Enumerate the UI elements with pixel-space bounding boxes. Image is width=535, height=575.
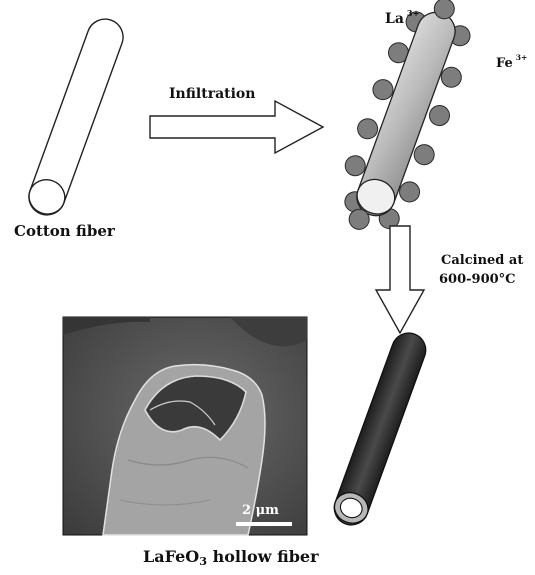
infiltration-label: Infiltration — [169, 86, 255, 102]
calcined-label-line1: Calcined at — [441, 253, 523, 268]
fe-ion-charge: 3+ — [516, 53, 528, 62]
la-ion-symbol: La — [385, 11, 404, 27]
cotton-fiber-cylinder — [24, 14, 128, 220]
scale-bar-line — [236, 522, 292, 526]
hollow-fiber-cylinder — [329, 328, 430, 529]
product-formula: LaFeO — [143, 547, 199, 566]
fiber-with-ions — [325, 0, 487, 246]
cotton-fiber-label: Cotton fiber — [14, 222, 115, 240]
product-label: LaFeO3 hollow fiber — [143, 547, 319, 568]
calcined-label-line2: 600-900°C — [439, 272, 516, 287]
product-formula-subscript: 3 — [199, 554, 207, 568]
infiltration-arrow — [150, 101, 323, 153]
la-ion-charge: 3+ — [407, 8, 419, 18]
product-description: hollow fiber — [207, 547, 318, 566]
calcination-arrow — [376, 226, 424, 333]
fe-ion-symbol: Fe — [496, 56, 513, 71]
ion-sphere — [427, 103, 453, 129]
scale-bar-label: 2 μm — [242, 503, 279, 518]
